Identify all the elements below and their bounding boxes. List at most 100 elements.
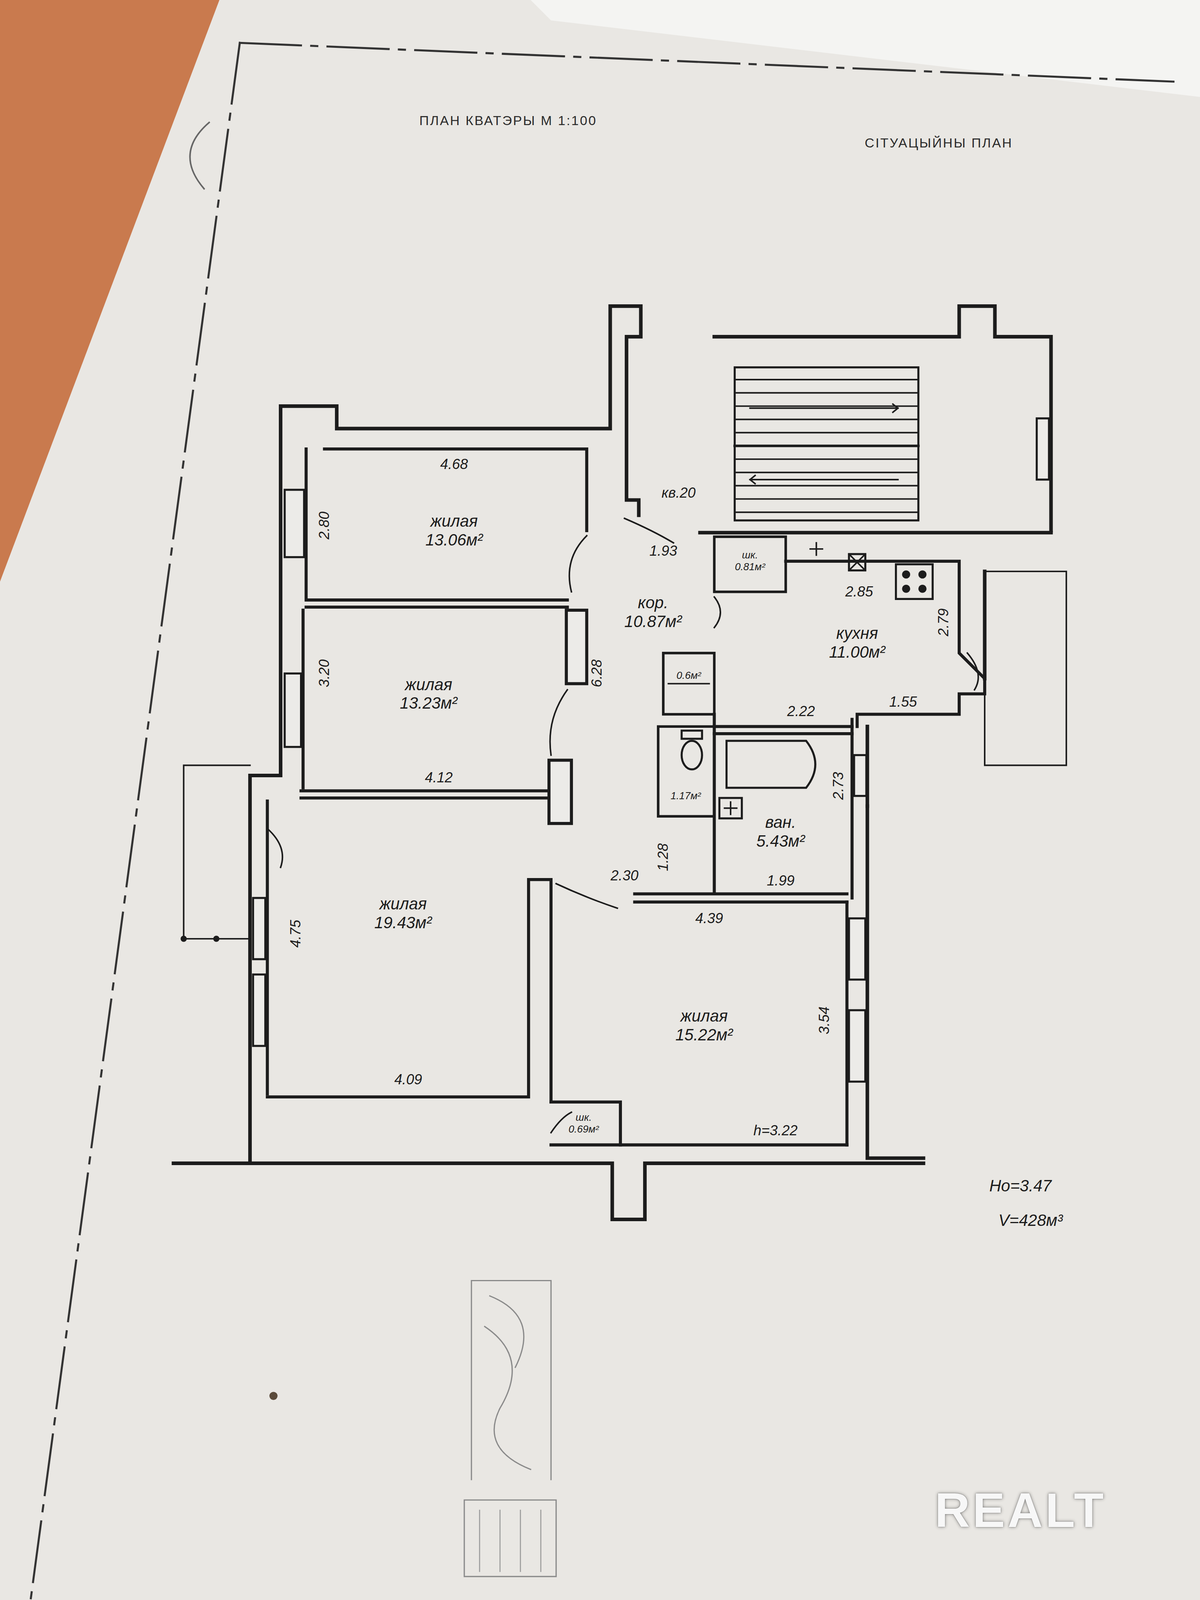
closet xyxy=(663,652,715,715)
dimension: 3.20 xyxy=(316,659,333,688)
ceiling-height: h=3.22 xyxy=(753,1122,798,1139)
loggia xyxy=(984,571,1067,766)
room-label: жилая13.23м² xyxy=(397,674,460,714)
room-area: 13.06м² xyxy=(425,530,484,550)
window xyxy=(284,673,302,747)
outer-wall xyxy=(173,1163,924,1220)
outer-wall xyxy=(700,530,1051,535)
stair-tread xyxy=(734,392,919,394)
room-label: 0.6м² xyxy=(674,669,704,683)
inner-wall xyxy=(550,1101,621,1145)
outer-wall xyxy=(250,406,281,1164)
watermark: REALT xyxy=(934,1483,1107,1537)
stair-tread xyxy=(734,378,919,381)
staircase xyxy=(734,367,919,521)
dimension: 1.93 xyxy=(649,543,678,559)
room-name: кор. xyxy=(624,593,682,613)
inner-wall xyxy=(306,605,568,609)
stove xyxy=(896,564,933,599)
room-area: 15.22м² xyxy=(675,1025,733,1045)
door-swing xyxy=(569,535,587,592)
stair-tread xyxy=(734,511,919,513)
frame-mark xyxy=(189,122,210,189)
table-surface xyxy=(0,0,220,582)
dimension: 1.55 xyxy=(889,694,917,710)
room-area: 0.81м² xyxy=(734,561,766,573)
door-swing xyxy=(714,596,721,628)
basin-tap xyxy=(724,801,737,815)
door-swing xyxy=(556,883,618,908)
stair-arrow xyxy=(750,403,899,413)
closet xyxy=(714,536,786,593)
stair-tread xyxy=(734,431,919,434)
room-label: ван.5.43м² xyxy=(754,812,808,852)
kitchen-sink xyxy=(849,554,866,571)
inner-wall xyxy=(634,900,847,904)
stair-tread xyxy=(734,418,919,420)
outer-wall xyxy=(714,306,1051,531)
toilet-room xyxy=(658,726,715,817)
room-area: 19.43м² xyxy=(374,913,433,933)
door-swing xyxy=(624,518,674,543)
room-label: шк.0.81м² xyxy=(732,548,768,574)
dimension: 1.28 xyxy=(655,843,671,871)
room-label: 1.17м² xyxy=(668,789,704,803)
window xyxy=(854,755,867,797)
room-area: 10.87м² xyxy=(624,612,682,631)
room-label: жилая13.06м² xyxy=(423,510,486,551)
inner-wall xyxy=(301,796,550,800)
room-name: жилая xyxy=(400,675,458,695)
dimension: 2.80 xyxy=(316,511,333,540)
room-label: кухня11.00м² xyxy=(826,623,888,663)
dimension: 4.68 xyxy=(440,456,468,473)
room-area: 5.43м² xyxy=(756,831,805,851)
dimension: 2.30 xyxy=(610,867,639,884)
room-name: шк. xyxy=(568,1111,599,1124)
dimension: 2.85 xyxy=(845,583,873,600)
wall-pier xyxy=(566,610,587,684)
stair-tread xyxy=(734,458,919,460)
window xyxy=(252,974,266,1046)
dashed-frame xyxy=(239,42,1174,82)
stove-burner xyxy=(901,584,911,593)
room-label: кор.10.87м² xyxy=(621,592,685,632)
room-area: 1.17м² xyxy=(670,790,701,802)
toilet-tank xyxy=(681,730,702,739)
pencil-sketch xyxy=(479,1510,541,1572)
room-name: жилая xyxy=(374,894,433,914)
room-name: ван. xyxy=(756,812,805,832)
room-name: жилая xyxy=(675,1006,733,1026)
wall-pier xyxy=(549,760,572,824)
room-area: 11.00м² xyxy=(829,642,886,662)
balcony-post xyxy=(213,935,220,942)
room-area: 13.23м² xyxy=(400,693,458,713)
stair-arrow xyxy=(750,475,899,484)
volume: V=428м³ xyxy=(998,1211,1063,1230)
balcony-post xyxy=(180,935,188,942)
bathtub xyxy=(726,740,816,788)
window xyxy=(849,1010,866,1082)
inner-wall xyxy=(714,732,852,736)
stain xyxy=(269,1391,278,1400)
water-riser xyxy=(810,542,823,555)
stair-tread xyxy=(734,485,919,487)
other-document xyxy=(530,0,1200,97)
plan-heading: СІТУАЦЫЙНЫ ПЛАН xyxy=(864,135,1013,151)
outer-wall xyxy=(982,571,987,679)
door-swing xyxy=(967,652,979,690)
stair-tread xyxy=(734,405,919,408)
dimension: 4.09 xyxy=(394,1071,422,1088)
door-swing xyxy=(550,1112,572,1133)
toilet-bowl xyxy=(681,740,702,770)
dimension: 4.39 xyxy=(695,910,724,927)
inner-wall xyxy=(267,879,551,1102)
dimension: 6.28 xyxy=(589,659,605,688)
dimension: 2.22 xyxy=(787,703,815,720)
balcony xyxy=(183,765,250,939)
inner-wall xyxy=(850,719,854,898)
dimension: 1.99 xyxy=(766,872,795,889)
window xyxy=(252,898,266,960)
room-label: жилая15.22м² xyxy=(672,1005,736,1046)
